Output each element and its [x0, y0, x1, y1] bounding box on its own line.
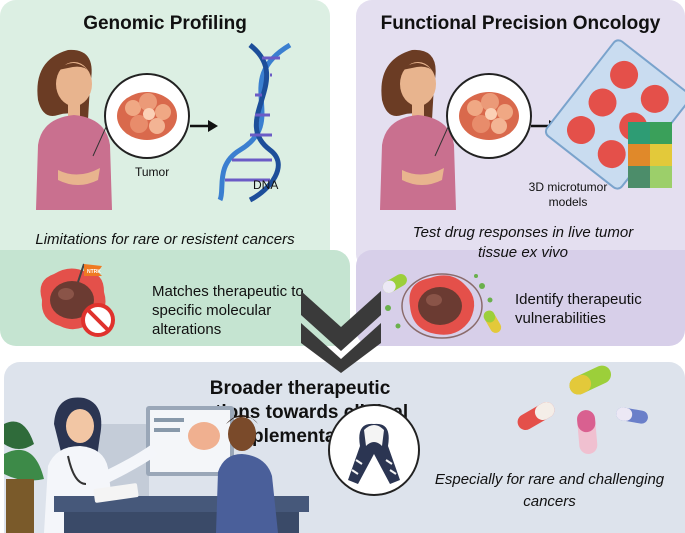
- ntrk-flag-text: NTRK: [87, 269, 101, 275]
- chevron-down-icon: [301, 291, 381, 373]
- well-plate-icon: [544, 39, 685, 190]
- functional-description: Test drug responses in live tumor tissue…: [412, 224, 634, 261]
- tumor-zoom-circle-right: [434, 73, 532, 159]
- awareness-ribbon-icon: [328, 404, 420, 496]
- patient-illustration-left: [36, 49, 112, 210]
- model-label: 3D microtumor models: [528, 180, 608, 209]
- drug-tumor-icon: [382, 273, 502, 339]
- functional-benefit: Identify therapeutic vulnerabilities: [515, 291, 642, 327]
- dna-label: DNA: [253, 178, 279, 192]
- arrow-to-dna: [190, 120, 218, 132]
- patient-illustration-right: [380, 49, 456, 210]
- tumor-label: Tumor: [135, 165, 170, 179]
- tumor-target-icon: NTRK: [40, 263, 115, 337]
- doctor-patient-illustration: [4, 397, 309, 533]
- genomic-title: Genomic Profiling: [83, 13, 247, 34]
- pills-icon: [517, 365, 648, 455]
- functional-title: Functional Precision Oncology: [380, 13, 661, 34]
- genomic-limitation: Limitations for rare or resistent cancer…: [35, 231, 295, 248]
- outcome-note: Especially for rare and challenging canc…: [434, 471, 665, 510]
- dna-helix-icon: [217, 42, 292, 203]
- genomic-benefit: Matches therapeutic to specific molecula…: [152, 283, 304, 338]
- tumor-zoom-circle: [92, 73, 190, 159]
